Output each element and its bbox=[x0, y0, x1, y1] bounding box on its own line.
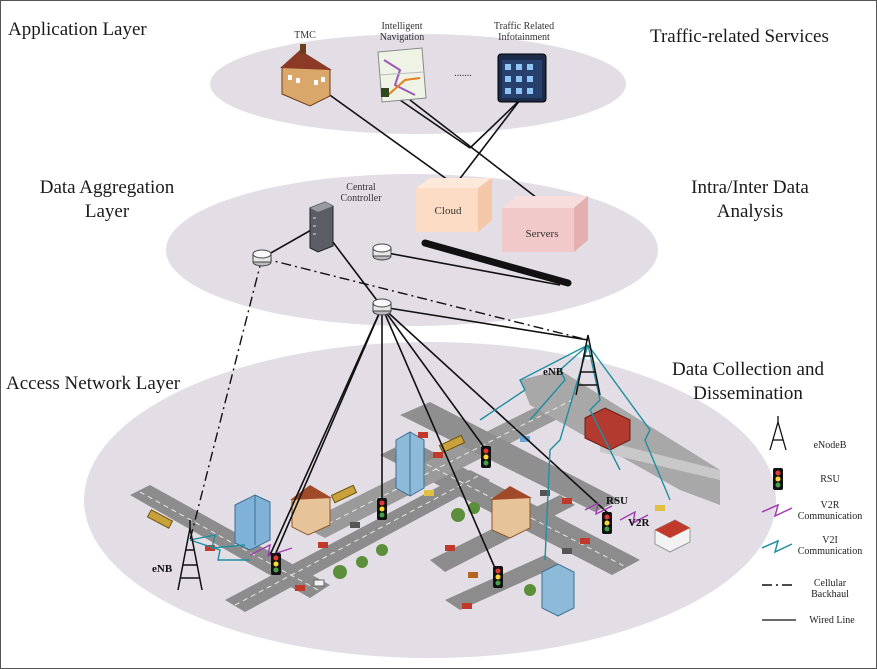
navigation-map-icon bbox=[377, 47, 427, 103]
wired-lines bbox=[261, 87, 611, 576]
enb-tower-left bbox=[177, 520, 203, 591]
legend-v2i-icon bbox=[761, 539, 793, 554]
analysis-label-line2: Analysis bbox=[716, 201, 784, 222]
legend-backhaul-label: Cellular Backhaul bbox=[796, 578, 864, 600]
cloud-label: Cloud bbox=[434, 205, 462, 217]
enb-left-label: eNB bbox=[152, 563, 173, 575]
collection-label-line1: Data Collection and bbox=[672, 359, 824, 380]
legend-v2i-line1: V2I bbox=[822, 535, 838, 546]
infotainment-label-line2: Infotainment bbox=[498, 32, 550, 43]
tmc-label: TMC bbox=[294, 30, 316, 41]
legend-rsu-label: RSU bbox=[820, 474, 840, 485]
infotainment-label-line1: Traffic Related bbox=[493, 21, 555, 32]
legend-enodeb-icon bbox=[769, 416, 787, 451]
services-label: Traffic-related Services bbox=[650, 26, 829, 47]
vehicles bbox=[146, 432, 665, 609]
collection-label: Data Collection and Dissemination bbox=[650, 358, 846, 406]
legend-v2r-line1: V2R bbox=[820, 500, 840, 511]
cloud-box bbox=[416, 178, 492, 232]
router-left bbox=[252, 249, 272, 267]
controller-label-line1: Central bbox=[346, 182, 376, 193]
collection-label-line2: Dissemination bbox=[693, 383, 803, 404]
legend-v2r-line2: Communication bbox=[797, 511, 863, 522]
rsu-traffic-lights bbox=[271, 446, 612, 588]
aggregation-label-line2: Layer bbox=[84, 201, 130, 222]
router-bottom bbox=[372, 298, 392, 316]
legend-v2r-label: V2R Communication bbox=[792, 500, 868, 522]
controller-label-line2: Controller bbox=[340, 193, 382, 204]
infotainment-device-icon bbox=[497, 53, 547, 103]
enb-tower-right bbox=[575, 334, 601, 396]
legend-rsu-icon bbox=[773, 468, 783, 490]
v2r-label: V2R bbox=[628, 517, 650, 529]
navigation-label-line2: Navigation bbox=[379, 32, 425, 43]
rsu-label: RSU bbox=[606, 495, 629, 507]
enb-right-label: eNB bbox=[543, 366, 564, 378]
access-layer-label: Access Network Layer bbox=[6, 373, 181, 394]
legend bbox=[761, 416, 796, 621]
navigation-label-line1: Intelligent bbox=[381, 21, 423, 32]
servers-box bbox=[502, 196, 588, 252]
aggregation-label-line1: Data Aggregation bbox=[39, 177, 175, 198]
legend-backhaul-line2: Backhaul bbox=[811, 589, 849, 600]
wireless-links bbox=[189, 344, 671, 561]
cellular-backhaul bbox=[189, 257, 589, 541]
legend-wired-label: Wired Line bbox=[809, 615, 855, 626]
central-controller-icon bbox=[309, 201, 334, 253]
navigation-label: Intelligent Navigation bbox=[370, 21, 434, 43]
legend-v2i-line2: Communication bbox=[797, 546, 863, 557]
ellipsis-label: ....... bbox=[454, 68, 472, 79]
tmc-building-icon bbox=[280, 44, 332, 107]
routers bbox=[252, 243, 392, 316]
legend-enodeb-label: eNodeB bbox=[813, 440, 847, 451]
analysis-label: Intra/Inter Data Analysis bbox=[660, 176, 840, 224]
central-controller-label: Central Controller bbox=[326, 182, 396, 204]
servers-label: Servers bbox=[525, 228, 559, 240]
legend-v2r-icon bbox=[761, 503, 793, 518]
analysis-label-line1: Intra/Inter Data bbox=[691, 177, 809, 198]
aggregation-layer-label: Data Aggregation Layer bbox=[22, 176, 192, 224]
router-mid bbox=[372, 243, 392, 261]
legend-backhaul-line1: Cellular bbox=[813, 578, 847, 589]
trees bbox=[333, 502, 536, 596]
legend-v2i-label: V2I Communication bbox=[792, 535, 868, 557]
application-layer-label: Application Layer bbox=[8, 19, 147, 40]
infotainment-label: Traffic Related Infotainment bbox=[482, 21, 566, 43]
